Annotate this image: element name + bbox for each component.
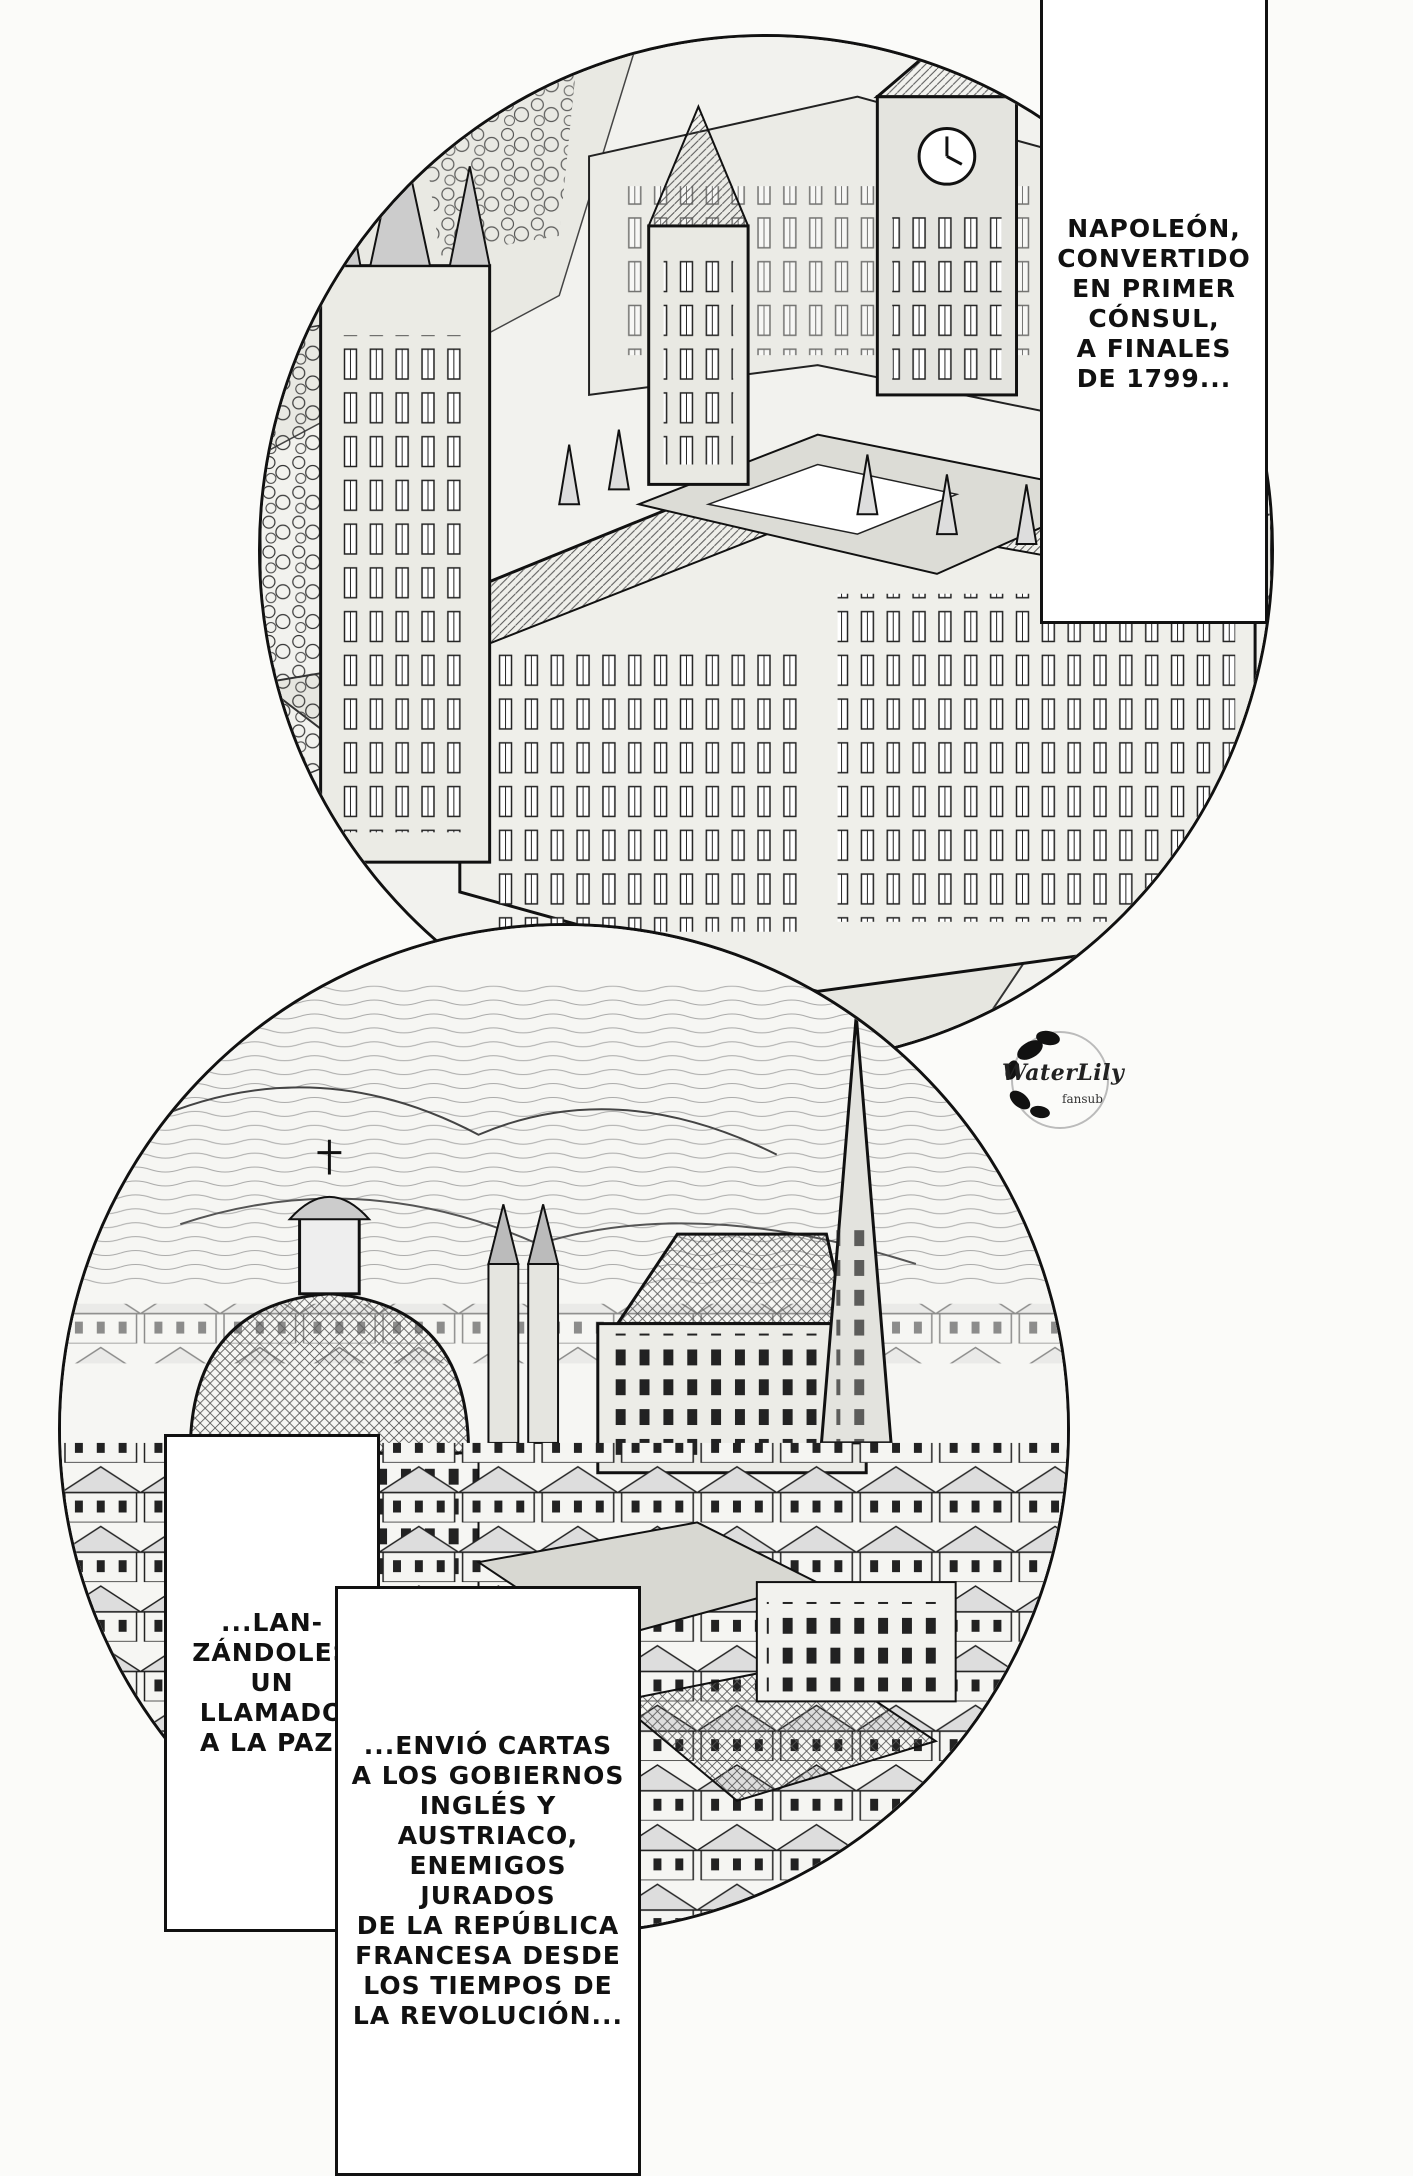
watermark-subtitle: fansub bbox=[1062, 1092, 1103, 1106]
watermark-name: WaterLily bbox=[1002, 1060, 1125, 1086]
lily-flower-icon bbox=[1005, 1030, 1109, 1129]
caption-box-top: NAPOLEÓN, CONVERTIDO EN PRIMER CÓNSUL, A… bbox=[1040, 0, 1268, 624]
caption-text-middle: ...LAN- ZÁNDOLES UN LLAMADO A LA PAZ. bbox=[192, 1608, 352, 1757]
caption-text-top: NAPOLEÓN, CONVERTIDO EN PRIMER CÓNSUL, A… bbox=[1057, 214, 1251, 393]
caption-box-bottom: ...ENVIÓ CARTAS A LOS GOBIERNOS INGLÉS Y… bbox=[335, 1586, 641, 2176]
watermark: WaterLily fansub bbox=[990, 1020, 1124, 1140]
caption-text-bottom: ...ENVIÓ CARTAS A LOS GOBIERNOS INGLÉS Y… bbox=[351, 1731, 625, 2030]
